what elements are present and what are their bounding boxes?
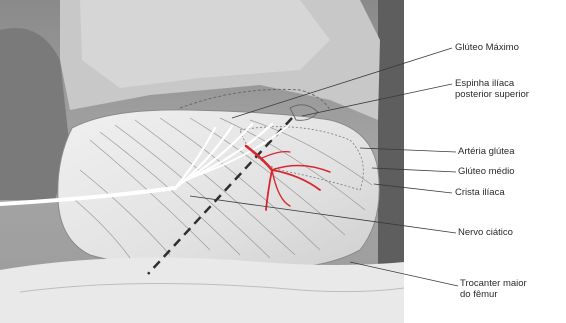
label-espinha-line1: Espinha ilíaca [455, 78, 565, 89]
label-gluteal-artery: Artéria glútea [458, 146, 515, 157]
label-sciatic-nerve: Nervo ciático [458, 227, 513, 238]
label-gluteus-maximus: Glúteo Máximo [455, 42, 519, 53]
label-iliac-crest: Crista ilíaca [455, 187, 505, 198]
label-gluteus-medius: Glúteo médio [458, 166, 515, 177]
label-posterior-superior-iliac-spine: Espinha ilíaca posterior superior [455, 78, 565, 100]
drape-lower [0, 258, 404, 323]
label-greater-trochanter: Trocanter maior do fêmur [460, 278, 566, 300]
label-trocanter-line1: Trocanter maior [460, 278, 566, 289]
label-espinha-line2: posterior superior [455, 89, 565, 100]
label-trocanter-line2: do fêmur [460, 289, 566, 300]
buttock-body [58, 110, 379, 270]
